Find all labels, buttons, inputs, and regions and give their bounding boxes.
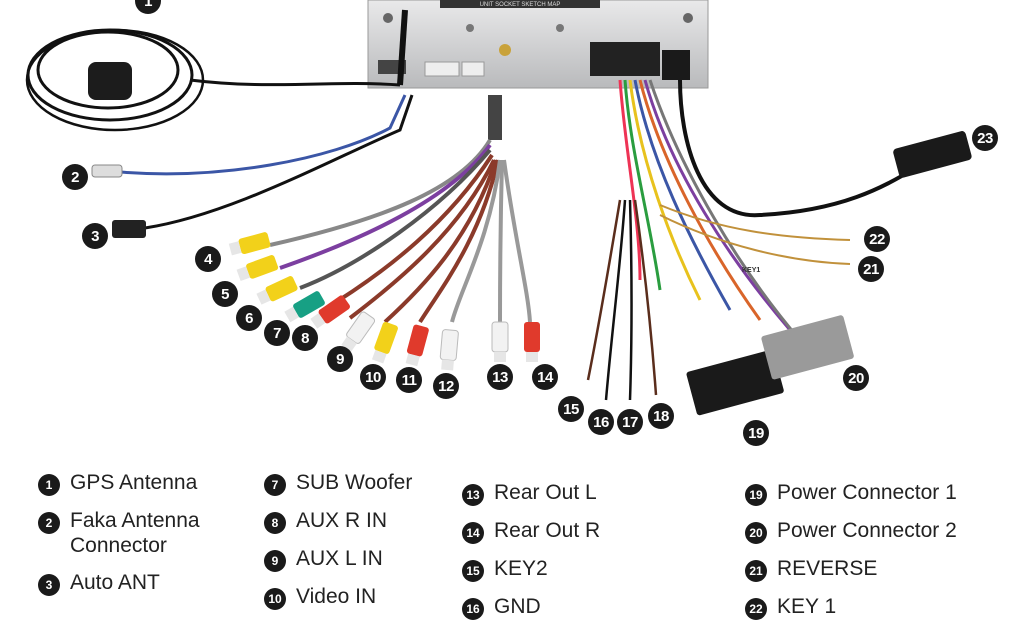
callout-23: 23 (972, 125, 998, 151)
legend-item: 22 KEY 1 (745, 594, 957, 620)
legend-label: AUX R IN (296, 509, 388, 532)
callout-1: 1 (135, 0, 161, 14)
head-unit-back-panel: UNIT SOCKET SKETCH MAP (367, 0, 709, 89)
legend-item: 7 SUB Woofer (264, 470, 412, 496)
legend-column-3: 13 Rear Out L 14 Rear Out R 15 KEY2 16 GND (462, 480, 600, 632)
callout-16: 16 (588, 409, 614, 435)
legend-number-badge: 10 (264, 588, 286, 610)
rca-plug-12 (439, 329, 459, 371)
legend-number-badge: 9 (264, 550, 286, 572)
legend-label: GND (494, 595, 541, 618)
legend-label: REVERSE (777, 557, 878, 580)
callout-21: 21 (858, 256, 884, 282)
rca-plug-5 (236, 255, 279, 282)
legend-number-badge: 22 (745, 598, 767, 620)
gps-antenna (25, 9, 408, 132)
power-connector-1 (686, 349, 784, 416)
callout-13: 13 (487, 364, 513, 390)
callout-7: 7 (264, 320, 290, 346)
legend-item: 14 Rear Out R (462, 518, 600, 544)
legend-number-badge: 15 (462, 560, 484, 582)
power-connector-2 (761, 315, 854, 380)
callout-5: 5 (212, 281, 238, 307)
callout-8: 8 (292, 325, 318, 351)
wiring-diagram: UNIT SOCKET SKETCH MAP (25, 0, 998, 446)
rca-plug-10 (371, 321, 398, 364)
rca-plug-9 (341, 311, 376, 352)
legend-item: 3 Auto ANT (38, 570, 200, 596)
rca-plug-6 (256, 276, 298, 305)
callout-18: 18 (648, 403, 674, 429)
legend-item: 2 Faka Antenna Connector (38, 508, 200, 558)
wiring-diagram-svg: UNIT SOCKET SKETCH MAP (25, 0, 972, 416)
faka-antenna-connector (91, 94, 407, 178)
rca-plug-4 (228, 232, 271, 256)
legend-item: 15 KEY2 (462, 556, 600, 582)
legend-item: 10 Video IN (264, 584, 412, 610)
legend-item: 20 Power Connector 2 (745, 518, 957, 544)
legend-item: 9 AUX L IN (264, 546, 412, 572)
legend-item: 8 AUX R IN (264, 508, 412, 534)
legend-number-badge: 8 (264, 512, 286, 534)
legend-number-badge: 19 (745, 484, 767, 506)
legend: 1 GPS Antenna 2 Faka Antenna Connector 3 Au… (0, 470, 1024, 620)
legend-number-badge: 21 (745, 560, 767, 582)
callout-9: 9 (327, 346, 353, 372)
legend-label: KEY2 (494, 557, 548, 580)
callout-3: 3 (82, 223, 108, 249)
rca-plug-14 (524, 322, 540, 362)
callout-14: 14 (532, 364, 558, 390)
key1-connector-label: KEY1 (742, 267, 760, 274)
legend-label: Faka Antenna Connector (70, 509, 200, 557)
callout-4: 4 (195, 246, 221, 272)
callout-11: 11 (396, 367, 422, 393)
legend-label: Rear Out L (494, 481, 597, 504)
callout-20: 20 (843, 365, 869, 391)
legend-column-1: 1 GPS Antenna 2 Faka Antenna Connector 3 Au… (38, 470, 200, 608)
unit-panel-label: UNIT SOCKET SKETCH MAP (480, 2, 561, 8)
rca-plug-7 (284, 291, 325, 323)
legend-item: 13 Rear Out L (462, 480, 600, 506)
legend-label: GPS Antenna (70, 471, 198, 494)
auto-ant-connector (112, 94, 414, 238)
callout-22: 22 (864, 226, 890, 252)
legend-number-badge: 7 (264, 474, 286, 496)
legend-label: SUB Woofer (296, 471, 413, 494)
legend-number-badge: 13 (462, 484, 484, 506)
callout-15: 15 (558, 396, 584, 422)
legend-label: AUX L IN (296, 547, 383, 570)
rca-cable-bundle (269, 95, 532, 324)
legend-label: Auto ANT (70, 571, 160, 594)
callout-19: 19 (743, 420, 769, 446)
rca-plug-13 (491, 321, 509, 362)
legend-number-badge: 20 (745, 522, 767, 544)
rca-plug-8 (310, 295, 350, 329)
callout-12: 12 (433, 373, 459, 399)
legend-item: 16 GND (462, 594, 600, 620)
legend-label: KEY 1 (777, 595, 837, 618)
legend-label: Power Connector 1 (777, 481, 957, 504)
callout-2: 2 (62, 164, 88, 190)
legend-item: 19 Power Connector 1 (745, 480, 957, 506)
rca-plugs (228, 232, 540, 371)
legend-label: Power Connector 2 (777, 519, 957, 542)
legend-number-badge: 3 (38, 574, 60, 596)
legend-column-2: 7 SUB Woofer 8 AUX R IN 9 AUX L IN 10 Video … (264, 470, 412, 622)
callout-17: 17 (617, 409, 643, 435)
power-harness: KEY1 (586, 79, 972, 401)
callout-6: 6 (236, 305, 262, 331)
legend-label: Rear Out R (494, 519, 601, 542)
legend-label: Video IN (296, 585, 377, 608)
legend-item: 21 REVERSE (745, 556, 957, 582)
legend-number-badge: 2 (38, 512, 60, 534)
legend-item: 1 GPS Antenna (38, 470, 200, 496)
rca-plug-11 (405, 324, 429, 367)
legend-number-badge: 14 (462, 522, 484, 544)
legend-number-badge: 1 (38, 474, 60, 496)
legend-number-badge: 16 (462, 598, 484, 620)
callout-10: 10 (360, 364, 386, 390)
